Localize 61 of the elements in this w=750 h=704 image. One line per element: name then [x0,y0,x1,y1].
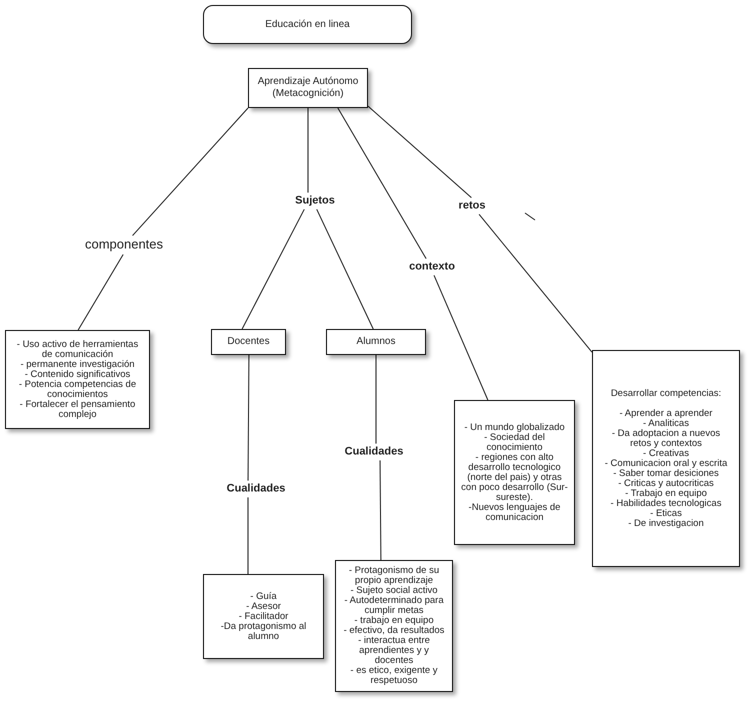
list-item: - interactua entre aprendientes y y docentes [357,636,431,666]
list-item: - efectivo, da resultados [344,626,444,636]
list-item: - trabajo en equipo [354,616,434,626]
connector-line [337,108,427,260]
list-item: - Fortalecer el pensamiento complejo [18,400,136,420]
connector-line [368,106,472,198]
list-item: - Un mundo globalizado [464,422,565,432]
list-item: - regiones con alto desarrollo tecnologico (norte del pais) y otras con poco desarrollo (Sur-sureste). [460,452,569,502]
list-item: - Facilitador [238,612,288,622]
connector-line [132,108,249,236]
connector-line [478,214,592,353]
list-item: - Uso activo de herramientas de comunicación [16,340,140,360]
linking-word: Cualidades [224,480,288,498]
list-item: - Sociedad del conocimiento [483,432,545,452]
list-item: -Da protagonismo al alumno [220,622,308,642]
list-item: - es etico, exigente y respetuoso [349,666,439,686]
list-item: - Autodeterminado para cumplir metas [343,596,445,616]
concept-text: Docentes [227,336,270,348]
list-heading: Desarrollar competencias: [610,388,722,398]
list-item: - Potencia competencias de conocimientos [18,380,138,400]
list-item: - De investigacion [628,518,704,528]
list-item: - Asesor [246,602,281,612]
list-box [5,330,150,429]
list-box [335,560,453,692]
list-item: - Saber tomar desiciones [613,468,719,478]
list-item: - Contenido significativos [24,370,130,380]
concept-box [248,68,368,108]
list-item: -Nuevos lenguajes de comunicacion [468,502,562,522]
concept-text: Alumnos [356,336,396,348]
linking-word: Sujetos [292,192,338,210]
list-box [592,350,740,567]
list-item: - Sujeto social activo [350,586,438,596]
concept-box [326,329,426,355]
list-box [203,574,324,659]
list-item: - Da adoptacion a nuevos retos y contextos [610,428,722,448]
linking-word: Cualidades [342,444,406,460]
list-item: - Guía [250,592,277,602]
list-item: - permanente investigación [20,360,135,370]
connector-line [242,208,305,330]
list-item: - Aprender a aprender [620,408,712,418]
list-item: - Creativas [643,448,689,458]
list-item: - Criticas y autocriticas [618,478,714,488]
list-item: - Habilidades tecnologicas [610,498,722,508]
list-item: - Comunicacion oral y escrita [604,458,728,468]
connector-line [78,254,124,330]
concept-box [211,329,286,355]
linking-word: contexto [406,258,458,276]
list-item: - Protagonismo de su propio aprendizaje [348,566,440,586]
connector-line [434,274,488,400]
connector-line [380,460,382,560]
connector-line [248,354,250,482]
title-text: Educación en linea [265,18,350,30]
connector-line [316,208,374,330]
concept-text: Aprendizaje Autónomo (Metacognición) [256,76,360,100]
list-item: - Trabajo en equipo [625,488,707,498]
list-item: - Analiticas [643,418,689,428]
list-box [454,400,575,545]
linking-word: componentes [82,236,166,254]
title-box [203,5,412,44]
linking-word: retos [456,198,488,214]
list-item: - Eticas [650,508,682,518]
